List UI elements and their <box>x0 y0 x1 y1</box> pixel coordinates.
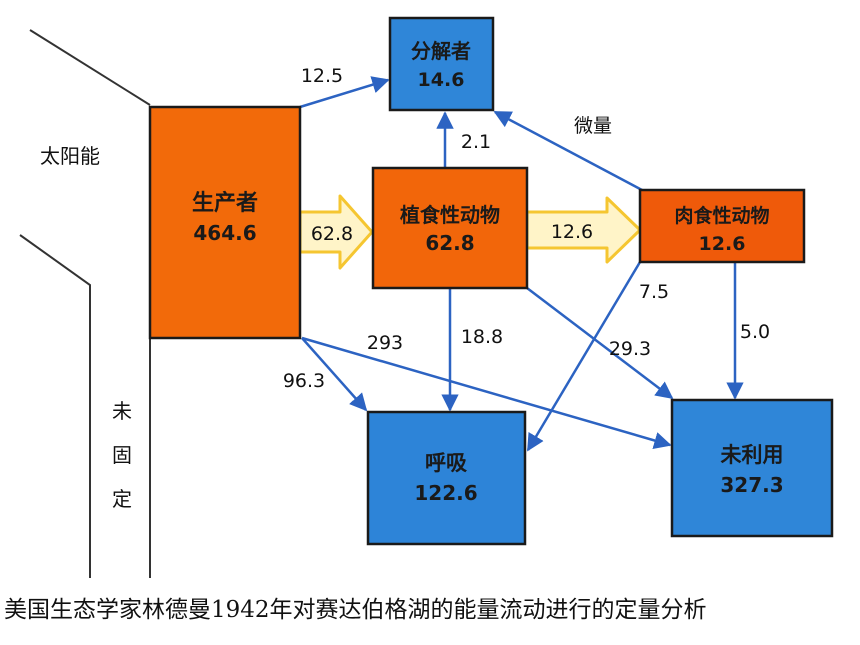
flow-label-herbivore-carnivore: 12.6 <box>551 221 593 243</box>
arrow-producer-to-unused <box>301 336 672 450</box>
node-carnivore-value: 12.6 <box>699 233 746 255</box>
boundary-line-left <box>19 234 91 578</box>
arrow-producer-to-herbivore <box>298 194 374 270</box>
node-herbivore-value: 62.8 <box>425 231 474 255</box>
arrow-carnivore-to-respiration <box>526 261 642 452</box>
figure-caption: 美国生态学家林德曼1942年对赛达伯格湖的能量流动进行的定量分析 <box>4 597 707 623</box>
flow-label-producer-decomposer: 12.5 <box>301 65 343 87</box>
unfixed-label-2: 固 <box>112 443 132 467</box>
node-respiration-name: 呼吸 <box>425 451 468 475</box>
flow-label-producer-respiration: 96.3 <box>283 370 325 392</box>
unfixed-label-3: 定 <box>112 487 132 511</box>
node-unused-value: 327.3 <box>720 473 783 497</box>
node-producer-name: 生产者 <box>192 191 258 216</box>
node-decomposer-value: 14.6 <box>418 69 465 91</box>
node-herbivore-name: 植食性动物 <box>400 203 500 227</box>
arrow-carnivore-to-decomposer <box>493 110 643 192</box>
unfixed-label-1: 未 <box>112 399 132 423</box>
flow-label-herbivore-respiration: 18.8 <box>461 326 503 348</box>
flow-label-producer-unused: 293 <box>367 332 403 354</box>
node-decomposer-name: 分解者 <box>411 39 471 63</box>
flow-label-carnivore-respiration: 7.5 <box>639 281 669 303</box>
node-carnivore-name: 肉食性动物 <box>674 204 769 227</box>
node-carnivore-box <box>638 188 806 264</box>
flow-label-carnivore-unused: 5.0 <box>740 321 770 343</box>
node-herbivore-box <box>371 166 529 290</box>
boundary-lines <box>19 29 151 578</box>
node-producer-box <box>148 105 302 340</box>
node-producer: 生产者 464.6 <box>148 105 302 340</box>
flow-label-producer-herbivore: 62.8 <box>311 223 353 245</box>
solar-energy-label: 太阳能 <box>40 144 100 168</box>
node-herbivore: 植食性动物 62.8 <box>371 166 529 290</box>
node-decomposer-box <box>388 16 495 112</box>
node-respiration-value: 122.6 <box>414 481 477 505</box>
flow-label-carnivore-decomposer: 微量 <box>574 115 612 137</box>
flow-label-herbivore-decomposer: 2.1 <box>461 131 491 153</box>
arrow-herbivore-to-carnivore <box>525 196 642 264</box>
node-unused-name: 未利用 <box>721 443 784 467</box>
node-unused: 未利用 327.3 <box>670 398 834 538</box>
flow-label-herbivore-unused: 29.3 <box>609 338 651 360</box>
arrow-herbivore-to-unused <box>526 287 674 400</box>
blue-arrows <box>299 76 744 452</box>
node-unused-box <box>670 398 834 538</box>
arrow-producer-to-decomposer <box>299 76 390 109</box>
node-respiration-box <box>366 410 527 546</box>
node-decomposer: 分解者 14.6 <box>388 16 495 112</box>
arrow-producer-to-respiration <box>301 337 368 412</box>
node-producer-value: 464.6 <box>193 221 256 245</box>
energy-flow-diagram: 太阳能 未 固 定 生产者 464.6 植食性动物 62.8 <box>19 16 834 578</box>
node-carnivore: 肉食性动物 12.6 <box>638 188 806 264</box>
node-respiration: 呼吸 122.6 <box>366 410 527 546</box>
boundary-line-top <box>29 29 151 106</box>
